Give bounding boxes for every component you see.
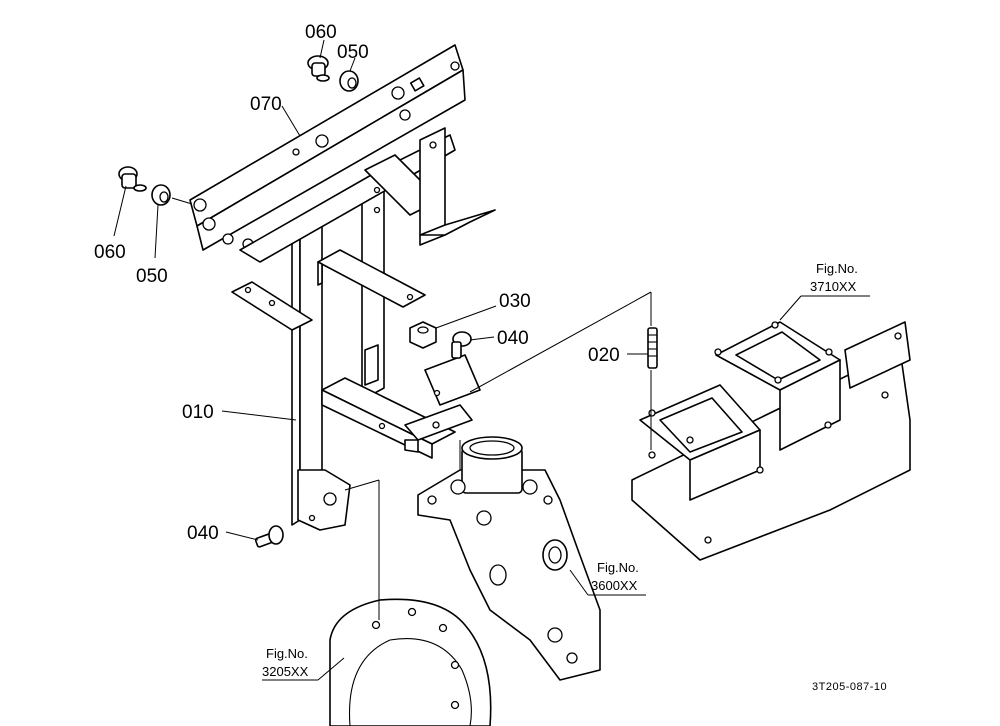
label-050-top: 050 xyxy=(337,42,369,63)
bolt-040-lower xyxy=(254,525,284,548)
label-050-left: 050 xyxy=(136,266,168,287)
bolt-060-top xyxy=(307,55,330,82)
exhaust-manifold xyxy=(631,321,911,561)
fig-ref-3600-number: 3600XX xyxy=(591,578,638,593)
label-020: 020 xyxy=(588,345,620,366)
bolt-040-upper xyxy=(451,331,472,359)
fig-ref-3600-title: Fig.No. xyxy=(597,560,639,575)
drawing-code: 3T205-087-10 xyxy=(812,681,887,693)
stud-020 xyxy=(647,327,658,369)
bracket-010 xyxy=(231,127,496,531)
fig-ref-3205-number: 3205XX xyxy=(262,664,309,679)
label-060-left: 060 xyxy=(94,242,126,263)
label-010: 010 xyxy=(182,402,214,423)
label-030: 030 xyxy=(499,291,531,312)
leader-lines xyxy=(113,39,870,681)
nut-030 xyxy=(409,321,437,349)
fig-ref-3710-number: 3710XX xyxy=(810,279,857,294)
thermostat-housing xyxy=(417,436,601,681)
mounting-plate-070 xyxy=(189,44,466,251)
label-060-top: 060 xyxy=(305,22,337,43)
bolt-060-left xyxy=(118,166,147,192)
washer-050-top xyxy=(339,70,359,92)
fig-ref-3710-title: Fig.No. xyxy=(816,261,858,276)
label-040-lower: 040 xyxy=(187,523,219,544)
label-040-upper: 040 xyxy=(497,328,529,349)
fig-ref-3205-title: Fig.No. xyxy=(266,646,308,661)
gear-case xyxy=(329,598,492,726)
label-070: 070 xyxy=(250,94,282,115)
washer-050-left xyxy=(151,184,193,206)
